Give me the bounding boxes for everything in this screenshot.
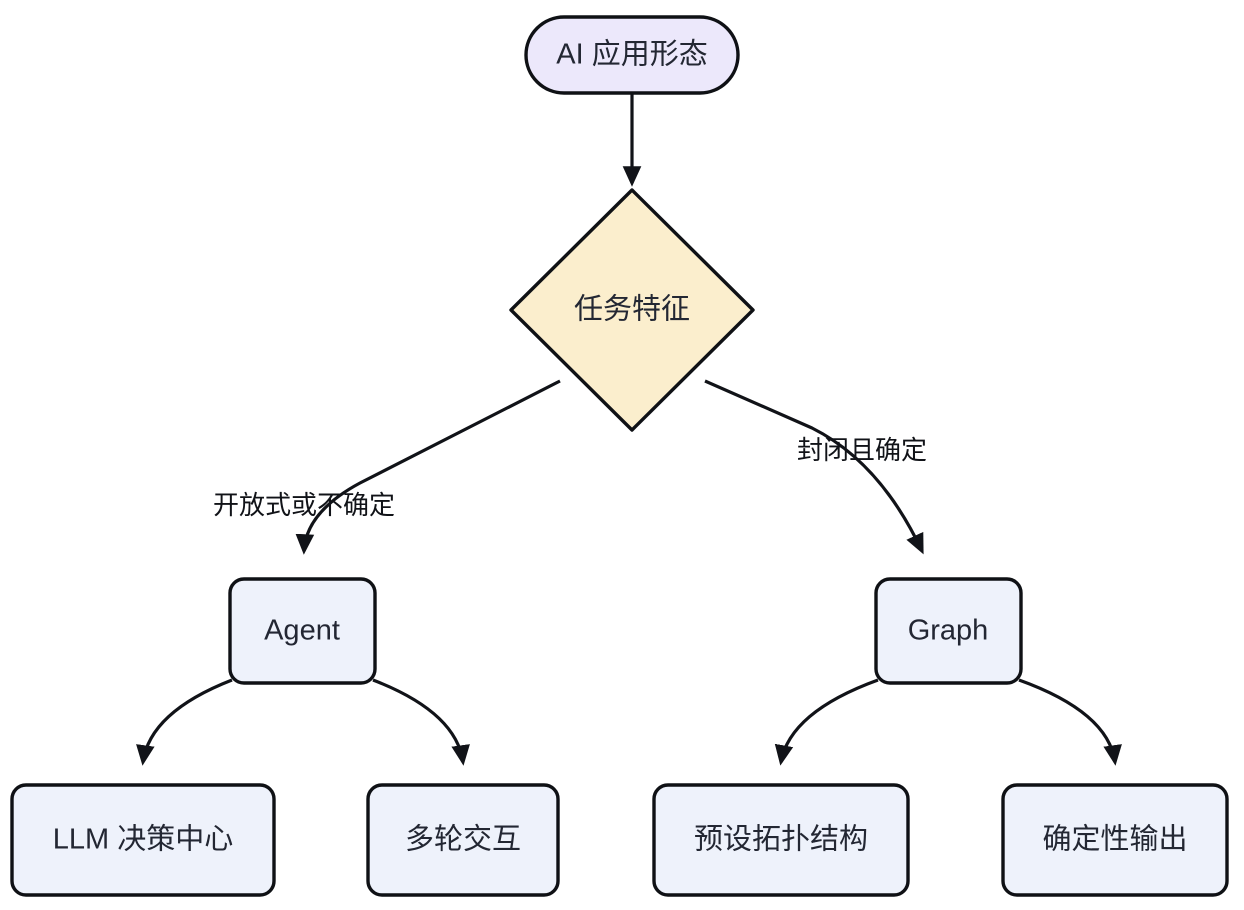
node-deterministic-output-label: 确定性输出: [1042, 823, 1187, 856]
edge-label-closed-and-certain: 封闭且确定: [797, 435, 927, 465]
node-multi-turn-interaction[interactable]: [366, 783, 560, 897]
node-root-ai-application-form[interactable]: [524, 15, 740, 95]
node-root-label: AI 应用形态: [556, 38, 707, 71]
node-agent-label: Agent: [264, 615, 340, 647]
edge-label-open-or-uncertain: 开放式或不确定: [213, 490, 395, 520]
node-preset-topology-label: 预设拓扑结构: [694, 823, 868, 856]
edge-agent-to-multi-turn: [372, 678, 470, 766]
edge-decision-to-agent: [295, 379, 561, 555]
edge-graph-to-deterministic: [1018, 678, 1122, 766]
node-agent[interactable]: [228, 577, 377, 685]
edge-agent-to-llm-core: [136, 678, 233, 766]
node-llm-decision-core[interactable]: [10, 783, 276, 897]
edge-graph-to-topology: [774, 678, 879, 766]
edge-decision-to-graph: [704, 379, 924, 555]
node-graph[interactable]: [874, 577, 1023, 685]
node-preset-topology[interactable]: [652, 783, 910, 897]
node-deterministic-output[interactable]: [1001, 783, 1229, 897]
node-graph-label: Graph: [908, 615, 989, 647]
node-llm-decision-core-label: LLM 决策中心: [53, 823, 233, 856]
node-decision-label: 任务特征: [574, 293, 690, 326]
node-multi-turn-interaction-label: 多轮交互: [405, 823, 521, 856]
node-decision-task-feature[interactable]: [509, 188, 755, 432]
